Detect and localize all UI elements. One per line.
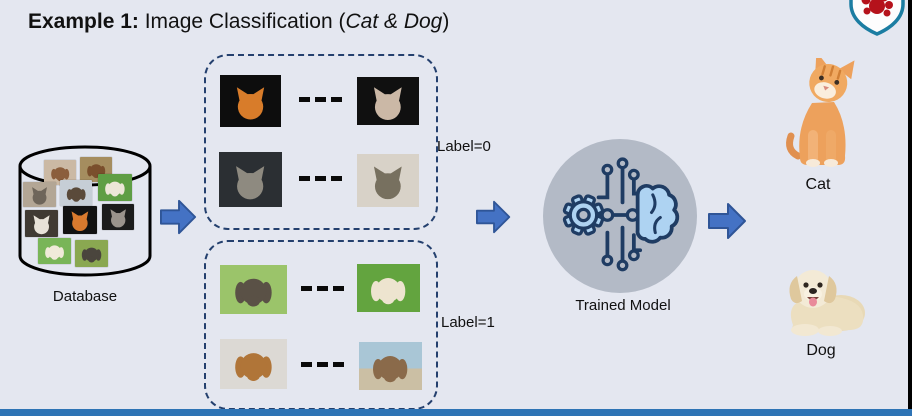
right-edge-border <box>908 0 912 416</box>
university-shield-logo <box>845 0 909 43</box>
dog-output-label: Dog <box>806 342 836 359</box>
title-regular: Image Classification ( <box>138 10 346 33</box>
cat-pallas-photo <box>219 152 282 207</box>
title-close-paren: ) <box>442 10 450 33</box>
footer-bar <box>0 409 912 416</box>
db-photo-dog-white-grass <box>98 174 132 201</box>
dashes-separator <box>301 362 344 367</box>
trained-model-label: Trained Model <box>575 297 671 314</box>
kitten-photo <box>782 51 862 178</box>
db-photo-cat-gray-dark <box>102 204 134 230</box>
db-photo-cat-gray <box>23 182 56 207</box>
db-photo-dog-fluffy-grass <box>75 240 108 267</box>
dog-white-puppy-photo <box>357 264 420 312</box>
flow-arrow-2 <box>476 198 512 241</box>
dog-beach-photo <box>359 342 422 390</box>
dashes-separator <box>299 176 342 181</box>
page-title: Example 1: Image Classification (Cat & D… <box>28 10 449 34</box>
db-photo-cat-orange-yawn <box>63 206 97 234</box>
db-photo-cat-white-dark <box>25 210 58 237</box>
db-photo-dog-collie <box>60 180 92 206</box>
flow-arrow-3 <box>706 201 750 246</box>
title-bold: Example 1: <box>28 10 139 33</box>
dog-brown-floor-photo <box>220 339 287 389</box>
flow-arrow-1 <box>160 197 198 242</box>
dog-fluffy-grass-photo <box>220 265 287 314</box>
database-label: Database <box>52 288 118 305</box>
dog-samples-box <box>204 240 438 410</box>
gear-brain-circuit-icon <box>543 139 697 293</box>
golden-puppy-photo <box>775 263 870 346</box>
cat-group-label: Label=0 <box>437 138 491 155</box>
db-photo-dog-grass <box>38 238 71 264</box>
dashes-separator <box>301 286 344 291</box>
database-cylinder-icon <box>14 142 156 292</box>
title-italic: Cat & Dog <box>345 10 443 33</box>
cat-samples-box <box>204 54 438 230</box>
cat-output-label: Cat <box>805 176 831 193</box>
dog-group-label: Label=1 <box>441 314 495 331</box>
cat-yawning-photo <box>220 75 281 127</box>
cat-cream-photo <box>357 77 419 125</box>
cat-tabby-photo <box>357 154 419 207</box>
dashes-separator <box>299 97 342 102</box>
